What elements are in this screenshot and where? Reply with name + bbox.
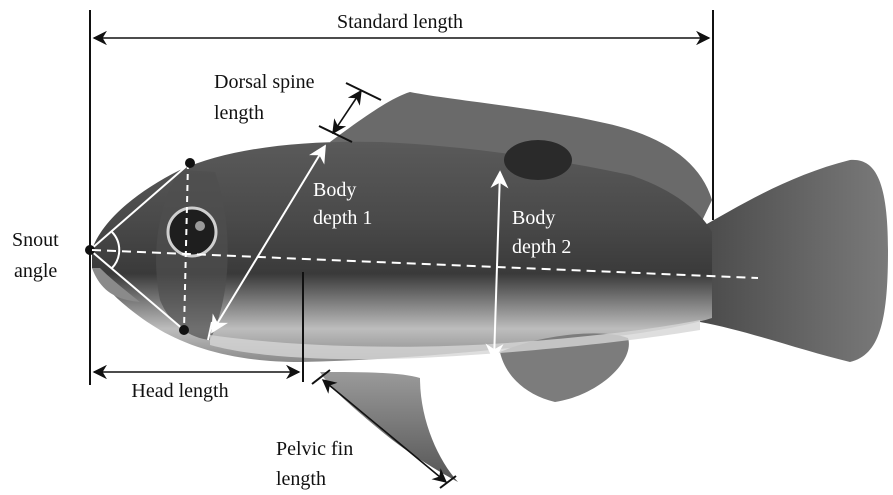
body-depth-1-label-line1: Body	[313, 179, 356, 201]
standard-length-label: Standard length	[337, 11, 463, 33]
dorsal-spot	[504, 140, 572, 180]
head-length-label: Head length	[131, 380, 228, 402]
caudal-fin	[700, 160, 888, 362]
landmark-upper	[185, 158, 195, 168]
pelvic-fin-label-line2: length	[276, 468, 326, 490]
dorsal-spine-label-line2: length	[214, 102, 264, 124]
fish-illustration	[92, 92, 888, 482]
landmark-lower	[179, 325, 189, 335]
dorsal-spine-tick-top	[346, 83, 381, 100]
pelvic-fin-tick-bottom	[440, 476, 456, 488]
dorsal-spine-label-line1: Dorsal spine	[214, 71, 315, 93]
snout-angle-label-line2: angle	[14, 260, 57, 282]
body-depth-1-label-line2: depth 1	[313, 207, 372, 229]
body-depth-2-label-line2: depth 2	[512, 236, 571, 258]
fish-eye-glint	[195, 221, 205, 231]
snout-angle-label-line1: Snout	[12, 229, 59, 251]
body-depth-2-label-line1: Body	[512, 207, 555, 229]
pelvic-fin-label-line1: Pelvic fin	[276, 438, 353, 460]
pelvic-fin	[320, 372, 458, 482]
